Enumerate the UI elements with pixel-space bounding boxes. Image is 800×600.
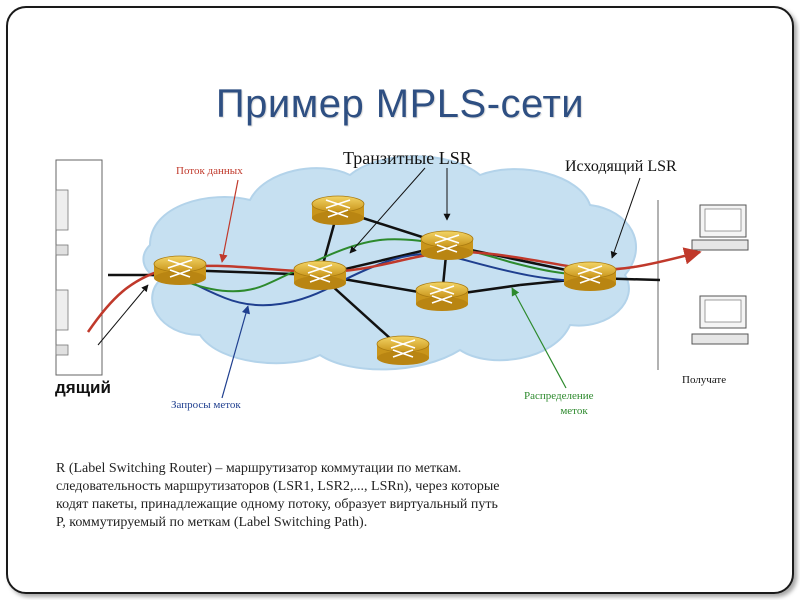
- router-transit-1: [293, 260, 347, 291]
- router-egress-lsr: [563, 261, 617, 292]
- router-transit-bottom: [376, 335, 430, 366]
- egress-lsr-label: Исходящий LSR: [565, 158, 677, 175]
- egress-callout-arrow: [610, 177, 641, 259]
- description-line: R (Label Switching Router) – маршрутизат…: [56, 461, 462, 476]
- distribution-callout-arrow: [511, 287, 567, 389]
- router-transit-top: [311, 195, 365, 226]
- slide-title: Пример MPLS-сети: [215, 82, 585, 126]
- ingress-host-icon: [55, 159, 103, 376]
- requests-callout-arrow: [221, 305, 250, 399]
- transit-callout-arrow-1: [349, 167, 426, 254]
- router-transit-3: [415, 281, 469, 312]
- router-ingress-lsr: [153, 255, 207, 286]
- label-distribution-label-line1: Распределение: [524, 390, 594, 402]
- description-line: следовательность маршрутизаторов (LSR1, …: [56, 479, 500, 494]
- description-line: P, коммутируемый по меткам (Label Switch…: [56, 515, 368, 530]
- label-distribution-path: [164, 238, 591, 293]
- receiver-host-icon: [657, 200, 749, 370]
- receiver-label: Получате: [682, 374, 727, 386]
- transit-lsr-label: Транзитные LSR: [343, 148, 472, 168]
- description-line: кодят пакеты, принадлежащие одному поток…: [56, 497, 498, 512]
- ingress-callout-arrow: [97, 284, 149, 346]
- data-flow-label: Поток данных: [176, 165, 243, 177]
- flow-callout-arrow: [219, 179, 239, 263]
- router-transit-2: [420, 230, 474, 261]
- label-requests-label: Запросы меток: [171, 399, 241, 411]
- ingress-label: дящий: [55, 378, 111, 397]
- description-text: R (Label Switching Router) – маршрутизат…: [56, 460, 676, 532]
- label-distribution-label-line2: меток: [560, 405, 588, 417]
